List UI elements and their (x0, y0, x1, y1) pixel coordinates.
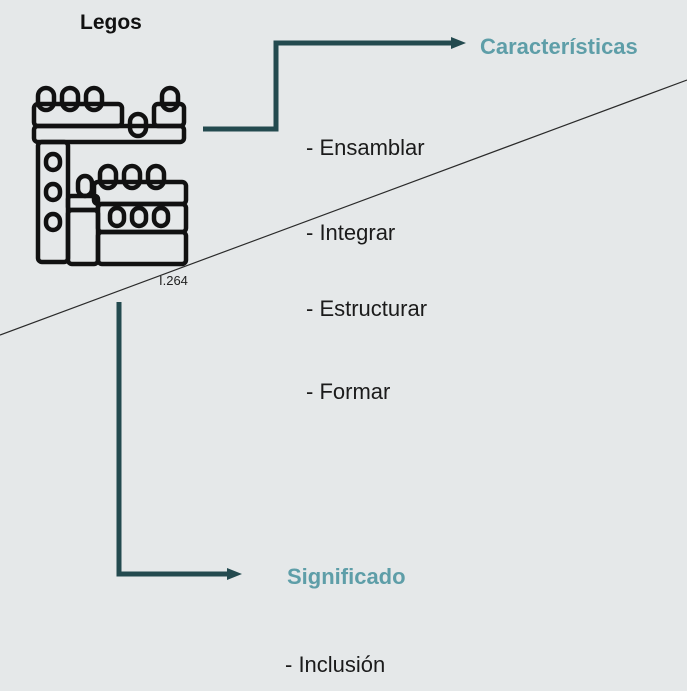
arrowhead-significado (227, 568, 242, 580)
diagonal-divider-line (0, 79, 687, 336)
heading-significado: Significado (287, 564, 406, 589)
caracteristica-item-estructurar: - Estructurar (306, 296, 428, 321)
icon-caption: I.264 (159, 273, 188, 288)
caracteristica-item-integrar: - Integrar (306, 220, 396, 245)
connector-caracteristicas (203, 40, 453, 132)
caracteristica-item-ensamblar: - Ensamblar (306, 135, 425, 160)
page-title: Legos (80, 11, 142, 34)
significado-item-inclusion: - Inclusión (285, 652, 386, 677)
arrowhead-caracteristicas (451, 37, 466, 49)
heading-caracteristicas: Características (480, 34, 638, 59)
connector-significado (116, 302, 229, 577)
lego-castle-icon (31, 85, 189, 267)
caracteristica-item-formar: - Formar (306, 379, 391, 404)
